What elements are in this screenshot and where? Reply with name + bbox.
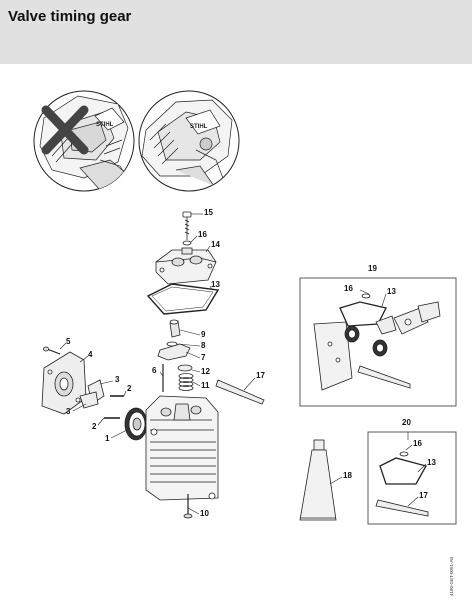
callout-16-kit: 16 xyxy=(344,284,353,293)
callout-18: 18 xyxy=(343,471,352,480)
callout-16-set: 16 xyxy=(413,439,422,448)
part-washer xyxy=(182,240,192,246)
callout-4: 4 xyxy=(88,350,93,359)
callout-11: 11 xyxy=(201,381,210,390)
part-rocker-arm xyxy=(157,343,191,361)
main-exploded-view xyxy=(41,211,457,525)
callout-6: 6 xyxy=(152,366,157,375)
svg-text:STIHL: STIHL xyxy=(96,122,114,128)
kit-gasket-cover xyxy=(339,301,387,327)
callout-17-set: 17 xyxy=(419,491,428,500)
part-installing-tool xyxy=(215,379,265,405)
callout-3-lower: 3 xyxy=(66,407,71,416)
page-title: Valve timing gear xyxy=(8,8,132,25)
callout-17: 17 xyxy=(256,371,265,380)
header-bar: Valve timing gear xyxy=(0,0,472,64)
callout-12: 12 xyxy=(201,367,210,376)
callout-labels: 15 16 14 13 19 16 13 5 4 9 8 7 6 12 11 1… xyxy=(66,208,436,518)
callout-10: 10 xyxy=(200,509,209,518)
inset-view-correct: STIHL xyxy=(138,90,240,192)
gasket-set-box xyxy=(367,431,457,525)
part-lever-lower xyxy=(79,391,99,409)
part-screw xyxy=(182,211,192,240)
set-tool xyxy=(375,499,429,517)
cross-mark-icon xyxy=(41,105,89,155)
callout-2-lower: 2 xyxy=(92,422,97,431)
callout-13: 13 xyxy=(211,280,220,289)
callout-8: 8 xyxy=(201,341,206,350)
callout-15: 15 xyxy=(204,208,213,217)
callout-5: 5 xyxy=(66,337,71,346)
callout-13-set: 13 xyxy=(427,458,436,467)
callout-3-upper: 3 xyxy=(115,375,120,384)
part-cover-plate xyxy=(41,351,87,415)
part-gasket xyxy=(146,283,220,315)
part-cam-gear xyxy=(124,407,148,441)
callout-2-upper: 2 xyxy=(127,384,132,393)
part-valve xyxy=(183,494,193,519)
part-screw-small xyxy=(46,348,61,355)
drawing-code: 4180-GET-0051-A0 xyxy=(449,548,459,598)
kit-gasket-plate xyxy=(313,321,353,391)
inset-view-incorrect: STIHL xyxy=(33,90,135,192)
set-washer xyxy=(399,451,409,457)
callout-19: 19 xyxy=(368,264,377,273)
callout-16: 16 xyxy=(198,230,207,239)
gasket-kit-box xyxy=(299,277,457,407)
part-cylinder xyxy=(145,395,219,501)
drawing-code-text: 4180-GET-0051-A0 xyxy=(449,556,454,596)
part-spring-retainer xyxy=(177,364,193,372)
kit-tool xyxy=(357,365,411,389)
kit-washer xyxy=(361,293,371,299)
set-gasket xyxy=(379,457,427,485)
part-sealant-tube xyxy=(299,439,337,521)
part-valve-spring xyxy=(178,373,194,391)
leader-lines xyxy=(59,213,427,515)
callout-7: 7 xyxy=(201,353,206,362)
kit-gasket-small xyxy=(375,315,397,335)
callout-13-kit: 13 xyxy=(387,287,396,296)
callout-9: 9 xyxy=(201,330,206,339)
svg-text:STIHL: STIHL xyxy=(190,124,208,130)
callout-1: 1 xyxy=(105,434,110,443)
part-valve-cover xyxy=(155,247,217,285)
callout-20: 20 xyxy=(402,418,411,427)
callout-14: 14 xyxy=(211,240,220,249)
